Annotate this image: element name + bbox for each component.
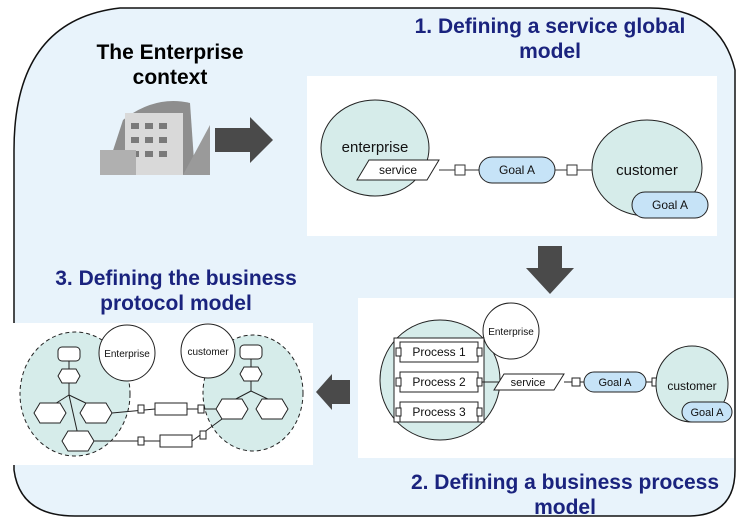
heading-step1: 1. Defining a service global model <box>414 15 686 63</box>
model2-port-p3-right <box>476 407 483 417</box>
model3-customer-flow <box>215 344 289 420</box>
model2-port-p2-right <box>476 377 483 387</box>
model3-enterprise-flow <box>33 346 113 452</box>
heading-step3: 3. Defining the business protocol model <box>55 267 297 315</box>
model1-service-shape <box>356 159 440 181</box>
model2-port-p1-right <box>476 347 483 357</box>
model2-port-a <box>571 377 581 387</box>
model3-protocol-links <box>94 402 223 448</box>
model2-goal-label: Goal A <box>598 377 632 389</box>
enterprise-context-label: The Enterprise context <box>96 41 244 89</box>
model2-process-3-label: Process 3 <box>412 405 466 419</box>
model3-enterprise-circle <box>98 324 156 382</box>
model3-customer-circle <box>180 323 236 379</box>
model1-port-b <box>566 164 578 176</box>
model2-customer-goal-label: Goal A <box>690 407 724 419</box>
model3-enterprise-label: Enterprise <box>104 349 150 360</box>
model1-customer-label: customer <box>616 162 678 179</box>
model2-enterprise-label: Enterprise <box>488 327 534 338</box>
model2-port-p2-left <box>395 377 402 387</box>
model1-service-label: service <box>379 163 417 177</box>
model3-diagram: Enterprise customer <box>19 323 304 457</box>
arrow-left-icon <box>316 374 350 410</box>
model1-port-a <box>454 164 466 176</box>
model2-customer-goal-pill <box>681 401 733 423</box>
model1-diagram: enterprise service Goal A customer Goal … <box>320 99 709 219</box>
model3-customer-label: customer <box>187 347 229 358</box>
model1-customer-goal-pill <box>631 191 709 219</box>
model2-service-label: service <box>511 377 546 389</box>
heading-step2: 2. Defining a business process model <box>410 471 720 519</box>
arrow-right-icon <box>215 117 273 163</box>
model1-goal-label: Goal A <box>499 163 535 177</box>
model1-enterprise-label: enterprise <box>342 139 409 156</box>
model2-enterprise-circle <box>482 302 540 360</box>
model1-customer-goal-label: Goal A <box>652 198 688 212</box>
model2-port-p3-left <box>395 407 402 417</box>
model2-service-shape <box>493 373 565 391</box>
model2-customer-label: customer <box>667 379 716 393</box>
model2-port-p1-left <box>395 347 402 357</box>
context-visual <box>100 101 273 175</box>
arrow-down-icon <box>526 246 574 294</box>
model2-diagram: Enterprise Process 1 Process 2 Process 3… <box>379 302 733 441</box>
building-icon <box>100 101 210 175</box>
model2-process-1-label: Process 1 <box>412 345 466 359</box>
model2-process-2-label: Process 2 <box>412 375 466 389</box>
